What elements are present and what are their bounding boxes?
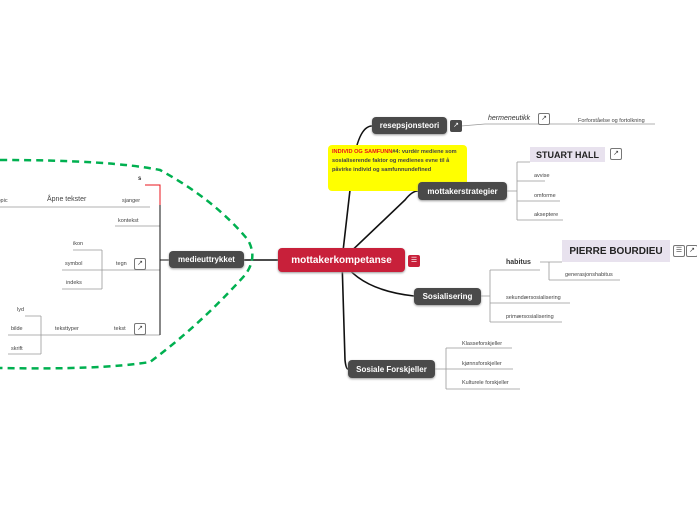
link-icon[interactable]: ↗ bbox=[134, 323, 146, 335]
node-medieuttrykket[interactable]: medieuttrykket bbox=[169, 251, 244, 268]
node-tekst[interactable]: tekst bbox=[114, 326, 126, 332]
node-klasseforskjeller[interactable]: Klasseforskjeller bbox=[462, 341, 503, 347]
note-highlight: INDIVID OG SAMFUNN bbox=[332, 149, 393, 155]
link-icon[interactable]: ↗ bbox=[450, 120, 462, 132]
notes-icon[interactable]: ☰ bbox=[408, 255, 420, 267]
link-icon[interactable]: ↗ bbox=[134, 258, 146, 270]
node-forforstaelse[interactable]: Forforståelse og fortolkning bbox=[578, 118, 645, 124]
node-generasjonshabitus[interactable]: generasjonshabitus bbox=[565, 272, 613, 278]
central-topic[interactable]: mottakerkompetanse bbox=[278, 248, 405, 272]
node-primaersosialisering[interactable]: primærsosialisering bbox=[506, 314, 554, 320]
label: Sosiale Forskjeller bbox=[356, 364, 427, 374]
node-topic[interactable]: tiltopic bbox=[0, 198, 8, 204]
note-text: #4: vurdér mediene som sosialiserende fa… bbox=[332, 149, 457, 173]
node-resepsjonsteori[interactable]: resepsjonsteori bbox=[372, 117, 447, 134]
node-hermeneutikk[interactable]: hermeneutikk bbox=[488, 115, 531, 122]
label: Sosialisering bbox=[422, 292, 473, 301]
label: medieuttrykket bbox=[178, 255, 235, 264]
node-kjonnsforskjeller[interactable]: kjønnsforskjeller bbox=[462, 361, 502, 367]
notes-icon[interactable]: ☰ bbox=[673, 245, 685, 257]
central-label: mottakerkompetanse bbox=[291, 254, 392, 266]
link-icon[interactable]: ↗ bbox=[610, 148, 622, 160]
node-indeks[interactable]: indeks bbox=[66, 280, 82, 286]
node-symbol[interactable]: symbol bbox=[65, 261, 83, 267]
node-bilde[interactable]: bilde bbox=[11, 326, 23, 332]
node-s[interactable]: s bbox=[138, 176, 142, 182]
node-sosialisering[interactable]: Sosialisering bbox=[414, 288, 481, 305]
node-habitus[interactable]: habitus bbox=[506, 259, 531, 266]
label: mottakerstrategier bbox=[427, 186, 498, 196]
label: resepsjonsteori bbox=[379, 121, 440, 130]
node-avvise[interactable]: avvise bbox=[534, 173, 550, 179]
node-kontekst[interactable]: kontekst bbox=[118, 218, 139, 224]
node-mottakerstrategier[interactable]: mottakerstrategier bbox=[418, 182, 507, 200]
node-sekundaersosialisering[interactable]: sekundærsosialisering bbox=[506, 295, 561, 301]
person-stuart-hall[interactable]: STUART HALL bbox=[530, 147, 605, 162]
node-lyd[interactable]: lyd bbox=[17, 307, 25, 313]
link-icon[interactable]: ↗ bbox=[686, 245, 697, 257]
node-tegn[interactable]: tegn bbox=[116, 261, 127, 267]
node-kulturele-forskjeller[interactable]: Kulturele forskjeller bbox=[462, 380, 509, 386]
node-ikon[interactable]: ikon bbox=[73, 241, 84, 247]
node-teksttyper[interactable]: teksttyper bbox=[55, 326, 79, 332]
node-sjanger[interactable]: sjanger bbox=[122, 198, 141, 204]
node-sosiale-forskjeller[interactable]: Sosiale Forskjeller bbox=[348, 360, 435, 378]
node-apne-tekster[interactable]: Åpne tekster bbox=[47, 196, 87, 203]
node-skrift[interactable]: skrift bbox=[11, 346, 23, 352]
link-icon[interactable]: ↗ bbox=[538, 113, 550, 125]
person-pierre-bourdieu[interactable]: PIERRE BOURDIEU bbox=[562, 240, 670, 262]
node-akseptere[interactable]: akseptere bbox=[534, 212, 559, 218]
node-omforme[interactable]: omforme bbox=[534, 193, 556, 199]
boundary-dashed bbox=[0, 158, 254, 370]
